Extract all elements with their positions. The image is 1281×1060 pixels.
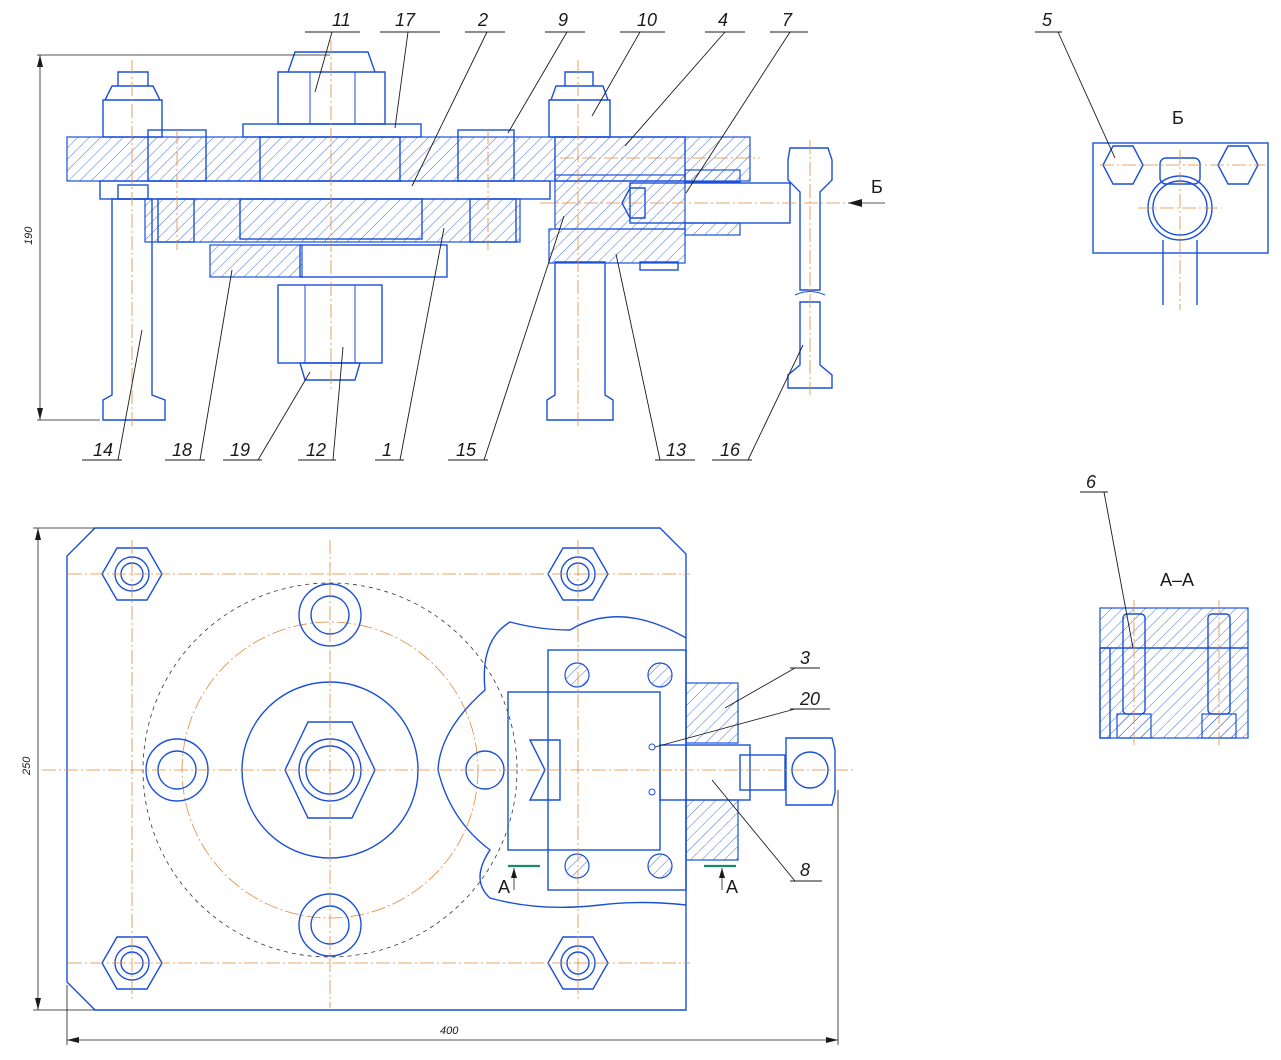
- plan-view: А А: [42, 527, 855, 1011]
- callouts-front: 11 17 2 9 10 4 7 14 18 19 12 1 15 13 16: [82, 10, 808, 461]
- dim-400-label: 400: [440, 1025, 459, 1037]
- section-aa-label: А–А: [1160, 570, 1194, 590]
- base-plate-outline: [66, 527, 687, 1011]
- callout-19: 19: [230, 440, 250, 460]
- callout-13: 13: [666, 440, 686, 460]
- plunger-housing: [554, 174, 686, 230]
- view-b: Б 5: [1035, 10, 1269, 310]
- callout-2: 2: [477, 10, 488, 30]
- plate-18: [209, 244, 303, 278]
- callout-16: 16: [720, 440, 741, 460]
- view-b-label: Б: [1172, 108, 1184, 128]
- dim-190-label: 190: [23, 226, 35, 245]
- callout-8: 8: [800, 860, 810, 880]
- front-view: Б: [66, 40, 885, 428]
- handle-16: [787, 147, 833, 291]
- leg-right: [546, 261, 614, 421]
- plunger-8: [659, 744, 751, 801]
- callout-12: 12: [306, 440, 326, 460]
- section-aa: А–А 6: [1080, 472, 1249, 745]
- housing-3: [685, 682, 739, 744]
- knob-plan: [785, 737, 836, 806]
- bolt-12: [277, 284, 383, 364]
- callout-9: 9: [558, 10, 568, 30]
- callout-4: 4: [718, 10, 728, 30]
- callout-11: 11: [332, 10, 351, 30]
- top-plate: [66, 136, 751, 182]
- dimensions-plan: 250 400: [21, 527, 839, 1045]
- callouts-plan: 3 20 8: [654, 648, 830, 882]
- callout-15: 15: [456, 440, 477, 460]
- callout-10: 10: [637, 10, 657, 30]
- indexing-disk: [99, 180, 551, 200]
- nut-11: [277, 51, 386, 125]
- dim-250-label: 250: [21, 756, 33, 776]
- bolt-tip-19: [299, 362, 361, 381]
- stud-nut-left: [102, 71, 163, 138]
- callout-5: 5: [1042, 10, 1053, 30]
- washer-17: [242, 123, 422, 138]
- view-b-arrow-label: Б: [871, 177, 883, 197]
- stud-nut-right: [548, 71, 611, 138]
- callout-7: 7: [782, 10, 793, 30]
- callout-17: 17: [395, 10, 416, 30]
- lower-plate: [144, 198, 521, 243]
- dimension-height-front: 190: [23, 54, 330, 421]
- callout-1: 1: [382, 440, 392, 460]
- callout-6: 6: [1086, 472, 1097, 492]
- callout-18: 18: [172, 440, 192, 460]
- section-mark-left: А: [498, 877, 510, 897]
- leg-14: [102, 198, 166, 421]
- callout-3: 3: [800, 648, 810, 668]
- view-b-bracket: [1092, 142, 1269, 254]
- callout-14: 14: [93, 440, 113, 460]
- callout-20: 20: [799, 689, 820, 709]
- section-mark-right: А: [726, 877, 738, 897]
